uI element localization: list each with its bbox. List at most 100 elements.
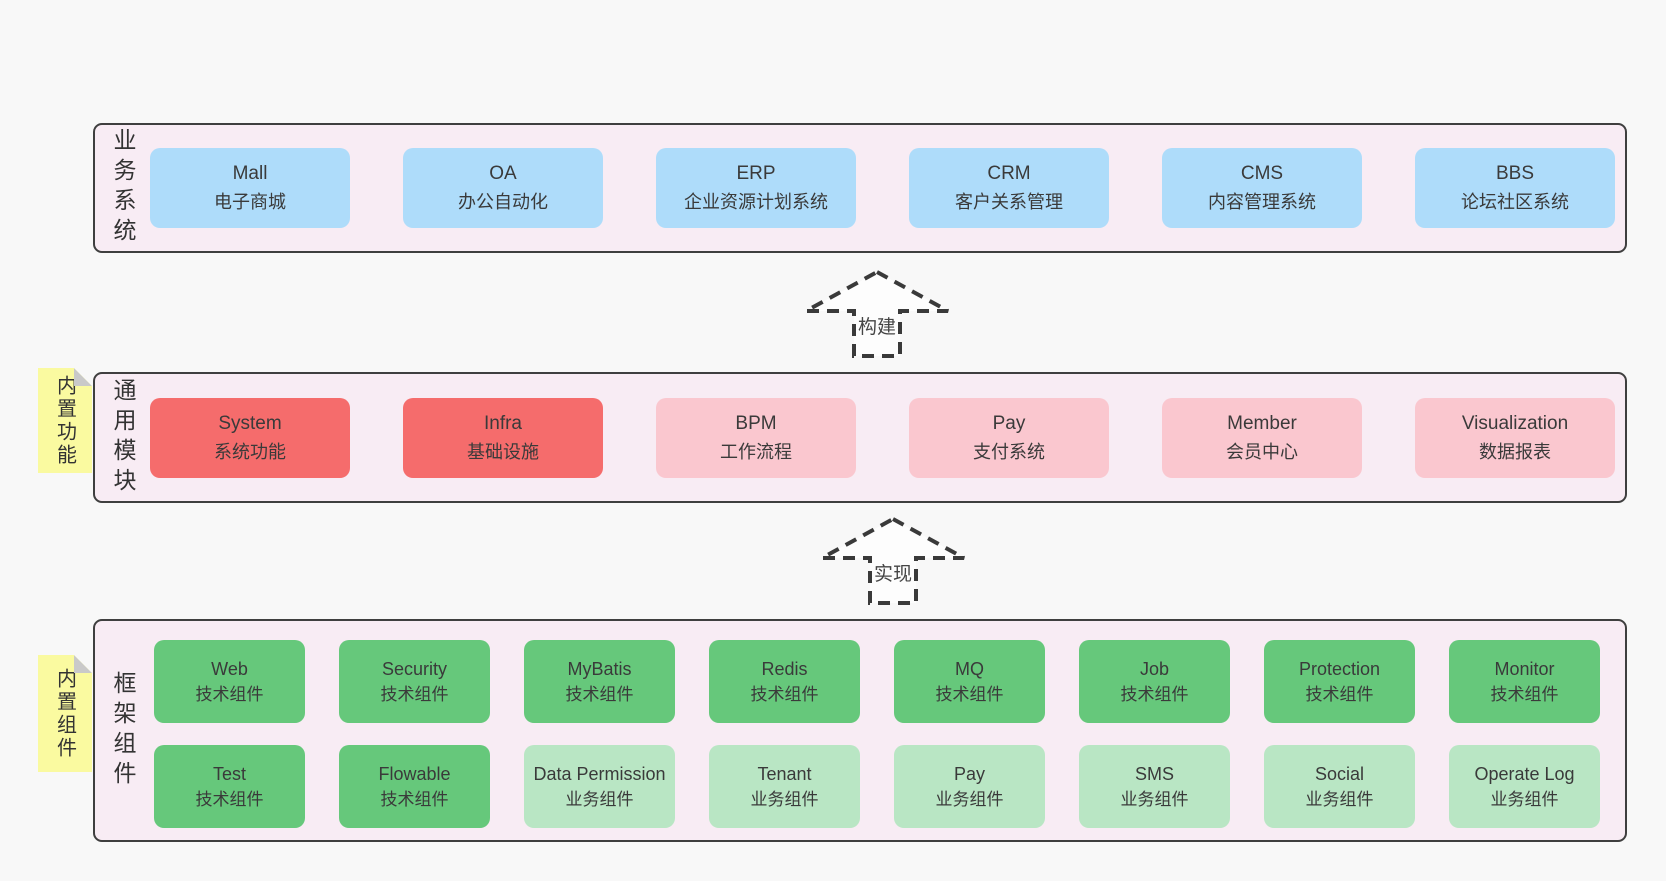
box-title: Protection	[1298, 658, 1381, 679]
box-title: Web	[211, 658, 248, 679]
box-title: CMS	[1240, 163, 1284, 184]
component-box-tenant: Tenant 业务组件	[709, 745, 860, 828]
box-subtitle: 技术组件	[195, 684, 264, 704]
box-subtitle: 办公自动化	[458, 192, 548, 212]
box-title: BPM	[735, 412, 777, 434]
system-box-bbs: BBS 论坛社区系统	[1415, 148, 1615, 228]
box-title: CRM	[987, 163, 1031, 184]
component-box-flowable: Flowable 技术组件	[339, 745, 490, 828]
band-business-systems: 业务系统 Mall 电子商城 OA 办公自动化 ERP 企业资源计划系统 CRM…	[93, 123, 1627, 253]
module-box-visualization: Visualization 数据报表	[1415, 397, 1615, 478]
box-title: Data Permission	[533, 763, 666, 784]
box-subtitle: 技术组件	[1305, 684, 1374, 704]
box-subtitle: 业务组件	[1490, 789, 1559, 809]
up-arrow-icon	[805, 269, 949, 358]
box-title: OA	[489, 163, 517, 184]
box-subtitle: 技术组件	[935, 684, 1004, 704]
component-box-social: Social 业务组件	[1264, 745, 1415, 828]
box-title: Infra	[483, 412, 523, 434]
component-box-mybatis: MyBatis 技术组件	[524, 640, 675, 723]
box-subtitle: 工作流程	[720, 441, 792, 462]
component-box-pay: Pay 业务组件	[894, 745, 1045, 828]
arrow-label: 构建	[857, 317, 897, 338]
box-title: Mall	[232, 163, 268, 184]
box-title: Pay	[992, 412, 1026, 434]
box-title: Job	[1139, 658, 1170, 679]
band-framework-components: 框架组件 Web 技术组件 Security 技术组件 MyBatis 技术组件…	[93, 619, 1627, 842]
module-box-pay: Pay 支付系统	[909, 397, 1109, 478]
component-box-web: Web 技术组件	[154, 640, 305, 723]
box-subtitle: 企业资源计划系统	[684, 192, 828, 212]
sticky-note-built-in-components: 内置组件	[38, 655, 92, 772]
box-title: Pay	[953, 763, 986, 784]
system-box-cms: CMS 内容管理系统	[1162, 148, 1362, 228]
box-subtitle: 技术组件	[750, 684, 819, 704]
box-subtitle: 业务组件	[935, 789, 1004, 809]
band-label: 框架组件	[110, 670, 136, 791]
box-subtitle: 技术组件	[1120, 684, 1189, 704]
note-label: 内置组件	[53, 667, 76, 760]
module-box-bpm: BPM 工作流程	[656, 397, 856, 478]
band-common-modules: 通用模块 System 系统功能 Infra 基础设施 BPM 工作流程 Pay…	[93, 372, 1627, 503]
box-subtitle: 业务组件	[750, 789, 819, 809]
component-box-test: Test 技术组件	[154, 745, 305, 828]
box-title: Tenant	[757, 763, 812, 784]
box-subtitle: 技术组件	[1490, 684, 1559, 704]
component-box-data-permission: Data Permission 业务组件	[524, 745, 675, 828]
box-subtitle: 技术组件	[380, 684, 449, 704]
component-box-redis: Redis 技术组件	[709, 640, 860, 723]
box-subtitle: 系统功能	[214, 441, 286, 462]
box-subtitle: 业务组件	[1120, 789, 1189, 809]
box-title: Security	[381, 658, 448, 679]
component-box-monitor: Monitor 技术组件	[1449, 640, 1600, 723]
box-subtitle: 论坛社区系统	[1461, 192, 1569, 212]
note-fold-corner	[74, 368, 92, 386]
dashed-up-arrow-build: 构建	[802, 268, 952, 360]
system-box-erp: ERP 企业资源计划系统	[656, 148, 856, 228]
note-label: 内置功能	[53, 374, 76, 467]
system-box-mall: Mall 电子商城	[150, 148, 350, 228]
box-subtitle: 业务组件	[1305, 789, 1374, 809]
box-title: ERP	[736, 163, 776, 184]
box-subtitle: 技术组件	[565, 684, 634, 704]
arrow-label: 实现	[873, 564, 913, 585]
box-title: Flowable	[378, 763, 451, 784]
up-arrow-icon	[821, 516, 965, 605]
module-box-member: Member 会员中心	[1162, 397, 1362, 478]
box-title: Redis	[761, 658, 808, 679]
component-box-security: Security 技术组件	[339, 640, 490, 723]
component-box-job: Job 技术组件	[1079, 640, 1230, 723]
box-subtitle: 业务组件	[565, 789, 634, 809]
box-subtitle: 内容管理系统	[1208, 192, 1316, 212]
component-grid: Web 技术组件 Security 技术组件 MyBatis 技术组件 Redi…	[154, 640, 1600, 828]
system-box-crm: CRM 客户关系管理	[909, 148, 1109, 228]
system-box-oa: OA 办公自动化	[403, 148, 603, 228]
component-row-1: Web 技术组件 Security 技术组件 MyBatis 技术组件 Redi…	[154, 640, 1600, 723]
component-box-protection: Protection 技术组件	[1264, 640, 1415, 723]
box-title: SMS	[1134, 763, 1174, 784]
box-title: Operate Log	[1474, 763, 1575, 784]
box-row: Mall 电子商城 OA 办公自动化 ERP 企业资源计划系统 CRM 客户关系…	[150, 148, 1615, 228]
component-row-2: Test 技术组件 Flowable 技术组件 Data Permission …	[154, 745, 1600, 828]
note-fold-corner	[74, 655, 92, 673]
band-label: 业务系统	[110, 128, 136, 248]
box-subtitle: 支付系统	[973, 441, 1045, 462]
component-box-operate-log: Operate Log 业务组件	[1449, 745, 1600, 828]
box-subtitle: 技术组件	[195, 789, 264, 809]
box-title: Member	[1227, 412, 1297, 434]
box-title: Visualization	[1461, 412, 1569, 434]
box-title: Monitor	[1494, 658, 1555, 679]
box-title: BBS	[1495, 163, 1535, 184]
box-subtitle: 客户关系管理	[955, 192, 1063, 212]
box-subtitle: 电子商城	[214, 192, 286, 212]
box-title: System	[218, 412, 282, 434]
dashed-up-arrow-implement: 实现	[818, 515, 968, 607]
component-box-sms: SMS 业务组件	[1079, 745, 1230, 828]
box-subtitle: 基础设施	[467, 441, 539, 462]
band-label: 通用模块	[110, 377, 136, 498]
box-title: MyBatis	[567, 658, 632, 679]
module-box-infra: Infra 基础设施	[403, 397, 603, 478]
box-subtitle: 数据报表	[1479, 441, 1551, 462]
box-subtitle: 会员中心	[1226, 441, 1298, 462]
